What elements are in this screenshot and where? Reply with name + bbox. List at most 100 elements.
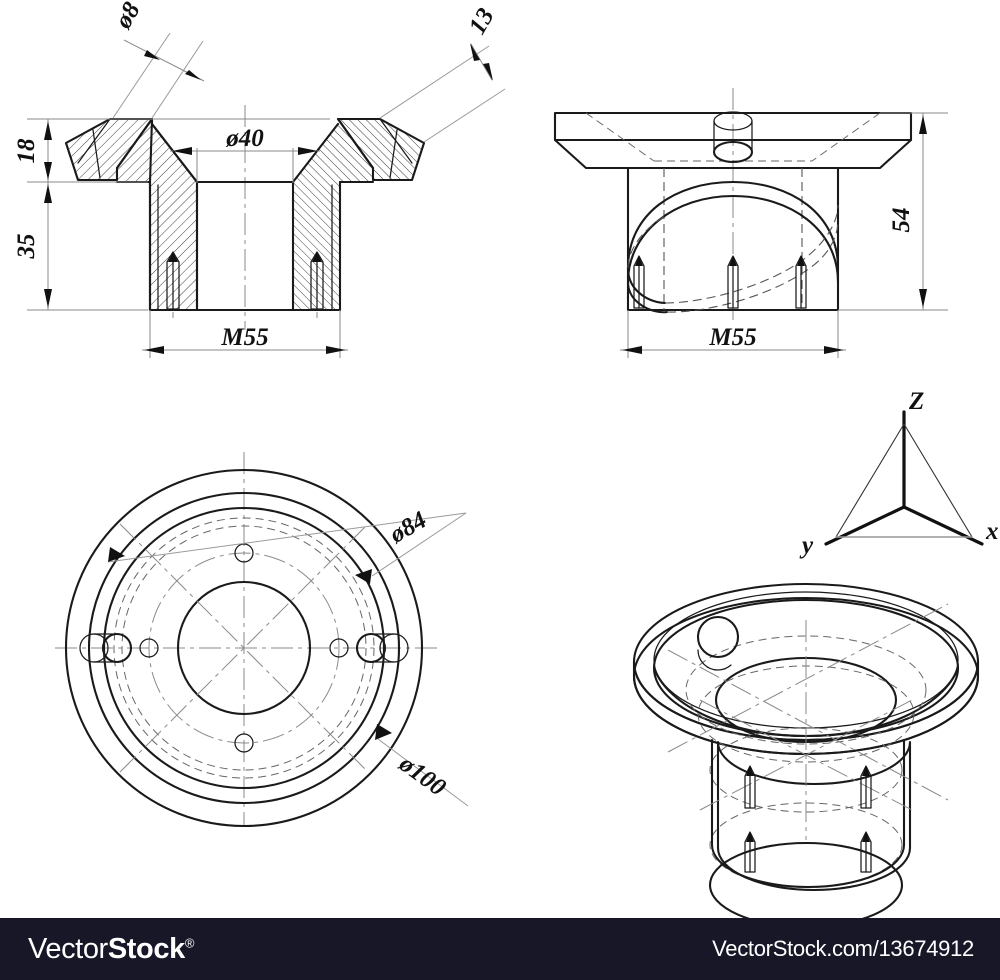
plan-hidden-circle-2 (121, 525, 367, 771)
axis-label-y: y (799, 532, 814, 559)
dimension-label-d100: ø100 (393, 750, 451, 802)
dimension-label-d84: ø84 (384, 506, 431, 549)
iso-hidden-ellipse-3 (709, 727, 903, 813)
dimension-label-d54: 54 (888, 208, 915, 233)
plan-outer-circle-d100 (64, 468, 424, 828)
left-thread-arrowhead (168, 252, 178, 262)
left-flange-wing-hatch (66, 119, 152, 180)
plan-bolt-holes (139, 543, 349, 753)
iso-thread-symbol-4 (860, 831, 872, 873)
side-helix-lower-front (626, 194, 840, 284)
iso-thread-arrow-1 (746, 766, 754, 776)
vectorstock-logo: VectorStock® (28, 933, 194, 966)
plan-view-circular: ø84 ø100 (55, 452, 469, 828)
d13-arrowhead-1 (470, 43, 480, 61)
d84-leader-line (107, 512, 467, 563)
d84-arrowhead-right (355, 569, 372, 584)
plan-circle-2 (87, 491, 401, 805)
d13-dimension-line (470, 43, 493, 81)
iso-hidden-ellipse-4 (709, 802, 903, 888)
watermark-footer: VectorStock® VectorStock.com/13674912 (0, 918, 1000, 980)
isometric-3d-view (632, 582, 980, 929)
d35-arrowhead-bottom (44, 289, 52, 308)
side-flange-hidden-right (811, 112, 881, 162)
dimension-label-d18: 18 (13, 138, 40, 164)
right-flange-wing-hatch (338, 119, 424, 180)
plan-diagonal-2 (119, 523, 369, 773)
plan-side-slots (79, 632, 409, 664)
right-wing-edge-b (389, 129, 398, 179)
dimension-label-M55-front: M55 (220, 324, 268, 351)
dimension-label-d8: ø8 (109, 0, 146, 34)
axis-x-line (902, 505, 984, 546)
axis-triangle-right (903, 423, 973, 538)
right-cone-upper-edge (336, 117, 375, 170)
brand-light-text: Vector (28, 932, 108, 965)
iso-centerline-diag-1 (667, 603, 949, 753)
plan-diagonal-1 (119, 523, 369, 773)
d54-arrowhead-top (919, 115, 927, 134)
iso-centerline-diag-2 (667, 649, 949, 801)
dimension-d40: ø40 (170, 125, 320, 183)
side-flange-hidden-left (585, 112, 655, 162)
dimension-M55-side: M55 (620, 310, 846, 358)
side-helix-upper-front (626, 180, 840, 270)
dimension-d54: 54 (838, 112, 948, 311)
iso-boss-cylinder (710, 738, 906, 889)
front-section-view: ø8 13 ø40 (13, 0, 506, 358)
d84-arrowhead-left (108, 547, 125, 562)
side-hole-bottom-ellipse (712, 140, 754, 164)
left-thread-detail-symbol (166, 251, 180, 310)
d13-extension-b (423, 88, 506, 143)
dimension-d8: ø8 (109, 0, 205, 119)
coordinate-axis-triad: Z x y (799, 388, 999, 559)
right-thread-arrowhead (312, 252, 322, 262)
left-cone-inner-edge (150, 122, 199, 184)
iso-flange-hole-top (696, 615, 740, 659)
left-cone-upper-edge (115, 117, 154, 170)
plan-bolt-hole-bottom (234, 733, 254, 753)
dimension-d100: ø100 (375, 724, 469, 807)
d8-arrowhead-2 (185, 70, 201, 80)
M55-arrowhead-right (326, 346, 346, 354)
side-helix-back-hidden3 (627, 215, 666, 269)
iso-boss-cylinder-offset (716, 740, 912, 892)
d18-arrowhead-top (44, 121, 52, 140)
dimension-label-d13: 13 (464, 4, 500, 39)
d40-arrowhead-right (298, 147, 318, 155)
side-thread-arrow-2 (729, 256, 737, 266)
side-helix-back-hidden2 (666, 219, 839, 313)
side-thread-symbols (633, 255, 807, 309)
d8-extension-b (151, 40, 204, 119)
d84-leader-line-b (371, 512, 467, 577)
d100-leader-line (377, 738, 469, 807)
side-thread-arrow-1 (635, 256, 643, 266)
d13-arrowhead-2 (483, 63, 493, 81)
d18-arrowhead-bottom (44, 162, 52, 180)
side-thread-symbol-2 (727, 255, 739, 309)
side-thread-symbol-1 (633, 255, 645, 309)
registered-trademark-icon: ® (184, 934, 195, 950)
M55s-arrowhead-left (622, 346, 642, 354)
dimension-d18: 18 (13, 118, 330, 183)
d100-arrowhead (375, 724, 392, 740)
plan-bolt-hole-right (329, 638, 349, 658)
plan-bore-circle-d40 (176, 580, 312, 716)
dimension-label-d35: 35 (13, 234, 40, 260)
side-thread-arrow-3 (797, 256, 805, 266)
brand-bold-text: Stock (107, 932, 185, 965)
dimension-M55-front: M55 (142, 310, 348, 358)
plan-bolt-circle-centerline (148, 552, 340, 744)
d13-extension-a (379, 45, 490, 119)
left-wing-edge-b (92, 129, 101, 179)
iso-thread-symbol-1 (744, 765, 756, 809)
dimension-d35: 35 (13, 182, 148, 311)
d8-extension-a (112, 32, 171, 119)
d8-arrowhead-1 (144, 50, 160, 60)
right-cone-inner-edge (291, 122, 340, 184)
iso-thread-symbol-2 (860, 765, 872, 809)
dimension-label-M55-side: M55 (708, 324, 756, 351)
d40-arrowhead-left (172, 147, 192, 155)
left-cone-hatch (117, 119, 197, 310)
